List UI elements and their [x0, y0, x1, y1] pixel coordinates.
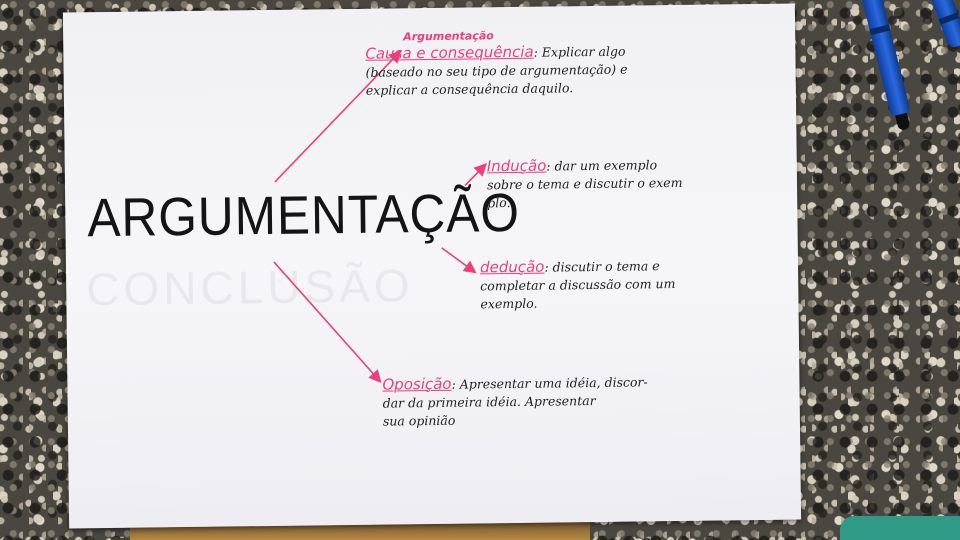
branch-text-line: exemplo.: [480, 295, 538, 312]
branch-oposicao: Oposição : Apresentar uma idéia, discor-…: [382, 372, 648, 430]
arrow-to-causa: [274, 50, 402, 183]
branch-text-line: plo.: [487, 195, 511, 211]
branch-text-line: (baseado no seu tipo de argumentação) e: [365, 61, 628, 80]
branch-text-line: sua opinião: [382, 412, 456, 429]
branch-deducao: dedução : discutir o tema e completar a …: [480, 256, 676, 313]
arrow-to-oposicao: [273, 261, 382, 384]
branch-causa-consequencia: Causa e consequência : Explicar algo (ba…: [365, 42, 628, 100]
branch-heading: dedução: [479, 257, 545, 277]
branch-heading: Indução: [486, 156, 547, 176]
arrow-to-deducao: [441, 247, 477, 274]
arrow-to-inducao: [464, 163, 488, 187]
paper-sheet: CONCLUSÃO Argumentação ARGUMENTAÇÃO Caus…: [62, 3, 802, 529]
top-highlight-label: Argumentação: [403, 29, 494, 44]
branch-heading: Causa e consequência: [365, 42, 534, 63]
branch-heading: Oposição: [382, 374, 452, 394]
branch-text: : discutir o tema e: [544, 258, 660, 275]
green-mat: [840, 516, 960, 540]
branch-text-line: explicar a consequência daquilo.: [365, 80, 574, 98]
central-title: ARGUMENTAÇÃO: [87, 182, 521, 249]
branch-text: : dar um exemplo: [546, 157, 658, 174]
branch-text-line: sobre o tema e discutir o exem: [486, 174, 683, 193]
mind-map-arrows: [273, 50, 488, 384]
branch-inducao: Indução : dar um exemplo sobre o tema e …: [487, 155, 683, 212]
branch-text: : Explicar algo: [533, 43, 626, 60]
branch-text-line: completar a discussão com um: [480, 276, 676, 294]
wooden-desk-edge: [130, 522, 590, 540]
branch-text: : Apresentar uma idéia, discor-: [451, 374, 648, 392]
